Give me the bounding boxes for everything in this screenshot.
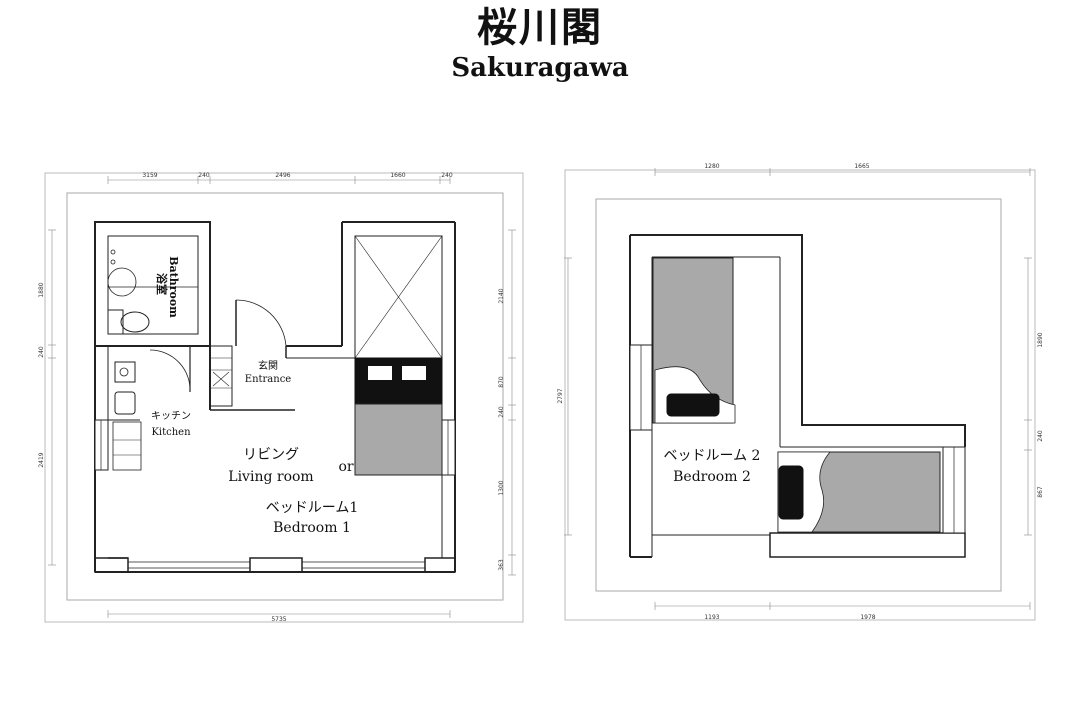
dim-top-4: 1660 xyxy=(390,172,405,179)
plan1-window-right xyxy=(441,419,456,476)
p2-dim-right-1: 1890 xyxy=(1037,332,1044,347)
plan2-inner-frame xyxy=(595,198,1002,592)
label-entrance-en: Entrance xyxy=(245,374,292,385)
floor-plan-2 xyxy=(564,168,1036,621)
p2-dim-right-3: 867 xyxy=(1037,486,1044,498)
label-living-en: Living room xyxy=(228,469,313,485)
shoe-cabinet xyxy=(209,345,233,407)
title-japanese: 桜川閣 xyxy=(477,4,603,51)
dim-left-2: 240 xyxy=(38,346,45,358)
bed1-pillow-right xyxy=(402,366,426,380)
bed2a-pillow xyxy=(666,393,720,417)
title-english: Sakuragawa xyxy=(451,53,629,83)
toilet-tank xyxy=(107,309,124,335)
plan1-outer-frame xyxy=(44,172,524,623)
p2-dim-right-2: 240 xyxy=(1037,430,1044,442)
label-or: or xyxy=(338,459,353,475)
label-kitchen-en: Kitchen xyxy=(151,427,191,438)
dim-left-1: 1880 xyxy=(38,282,45,297)
dim-bottom: 5735 xyxy=(271,616,286,623)
label-entrance-jp: 玄関 xyxy=(258,359,278,372)
p2-dim-top-2: 1665 xyxy=(854,163,869,170)
dim-right-5: 363 xyxy=(498,559,505,571)
p2-dim-bottom-2: 1978 xyxy=(860,614,875,621)
dim-right-3: 240 xyxy=(498,406,505,418)
bed2b-pillow xyxy=(778,465,804,520)
toilet-bowl xyxy=(120,311,150,333)
bathroom-door xyxy=(149,349,191,393)
p2-dim-top-1: 1280 xyxy=(704,163,719,170)
floor-plan-1 xyxy=(44,172,524,623)
plan2-labels: ベッドルーム 2 Bedroom 2 xyxy=(664,448,761,485)
bed1-mattress xyxy=(354,403,443,476)
dim-right-4: 1300 xyxy=(498,480,505,495)
label-bathroom-en: Bathroom xyxy=(167,256,180,318)
kitchen-counter xyxy=(112,421,142,471)
plan2-outer-frame xyxy=(564,169,1036,621)
p2-dim-left: 2797 xyxy=(557,388,564,403)
p2-dim-bottom-1: 1193 xyxy=(704,614,719,621)
dim-top-3: 2496 xyxy=(275,172,290,179)
entrance-door xyxy=(235,299,287,347)
plan1-inner-frame xyxy=(66,192,504,601)
plan1-labels: 浴室 Bathroom 玄関 Entrance キッチン Kitchen リビン… xyxy=(151,256,358,536)
dim-top-1: 3159 xyxy=(142,172,157,179)
bed1-headboard xyxy=(354,357,443,405)
label-bathroom-jp: 浴室 xyxy=(155,273,169,295)
kitchen-sink xyxy=(114,391,136,415)
label-bedroom2-jp: ベッドルーム 2 xyxy=(664,448,761,464)
kitchen-stove xyxy=(114,361,136,383)
dim-top-5: 240 xyxy=(441,172,453,179)
label-kitchen-jp: キッチン xyxy=(151,410,191,422)
label-bedroom2-en: Bedroom 2 xyxy=(673,469,751,485)
bed1-pillow-left xyxy=(368,366,392,380)
plan1-window-left xyxy=(94,419,109,471)
title-block: 桜川閣 Sakuragawa xyxy=(0,4,1080,84)
bathroom-walls xyxy=(94,221,211,347)
dim-top-2: 240 xyxy=(198,172,210,179)
bedroom2-walls xyxy=(630,234,966,447)
label-bedroom1-jp: ベッドルーム1 xyxy=(266,500,359,516)
bath-sink xyxy=(107,267,137,297)
label-bedroom1-en: Bedroom 1 xyxy=(273,520,351,536)
label-living-jp: リビング xyxy=(243,447,299,463)
dim-right-1: 2140 xyxy=(498,288,505,303)
dim-right-2: 870 xyxy=(498,376,505,388)
plan1-dimensions: 3159 240 2496 1660 240 5735 1880 240 241… xyxy=(38,172,505,623)
dim-left-3: 2419 xyxy=(38,452,45,467)
plan2-dimensions: 1280 1665 1193 1978 2797 1890 240 867 xyxy=(557,163,1044,621)
